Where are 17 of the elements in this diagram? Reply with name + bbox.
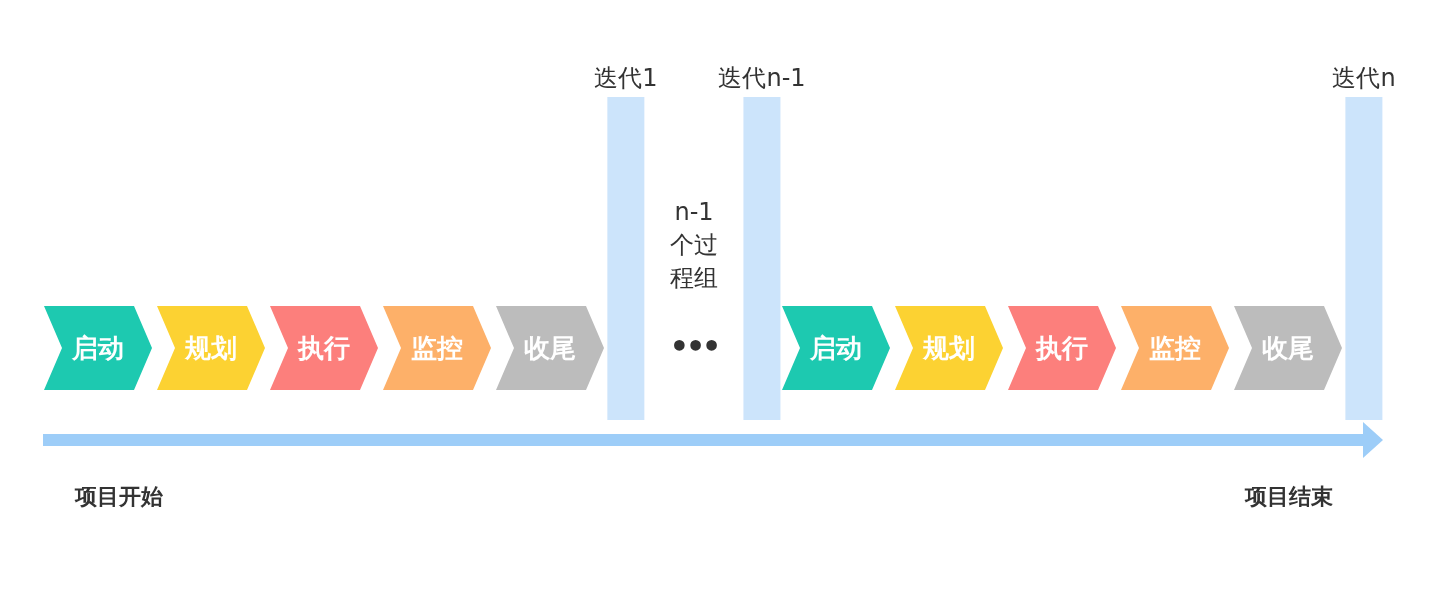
phase-step: 规划: [157, 306, 265, 390]
phase-step: 执行: [1008, 306, 1116, 390]
phase-step: 收尾: [1234, 306, 1342, 390]
phase-step: 监控: [1121, 306, 1229, 390]
phase-step: 规划: [895, 306, 1003, 390]
end-label: 项目结束: [1245, 484, 1333, 510]
phase-step: 启动: [782, 306, 890, 390]
iteration-label: 迭代n: [1332, 63, 1396, 93]
phase-step: 收尾: [496, 306, 604, 390]
start-label: 项目开始: [75, 484, 163, 510]
ellipsis-mark: •••: [669, 329, 719, 365]
iteration-label: 迭代n-1: [718, 63, 806, 93]
phase-step: 启动: [44, 306, 152, 390]
iteration-label: 迭代1: [594, 63, 658, 93]
phase-step: 监控: [383, 306, 491, 390]
phase-step: 执行: [270, 306, 378, 390]
process-group-note: n-1个过程组: [669, 197, 719, 294]
